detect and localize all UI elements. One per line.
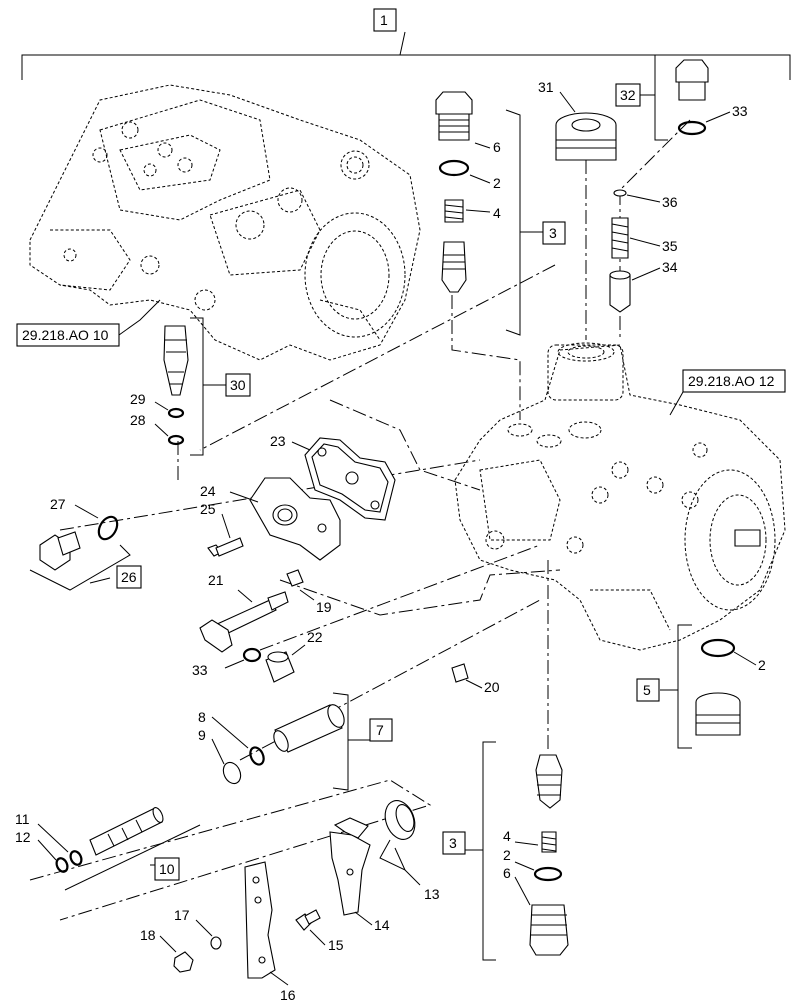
- plug-6-top: [435, 91, 473, 115]
- cartridge-top: [441, 241, 467, 293]
- callout-15: 15: [328, 937, 344, 953]
- valve-30-group: 30 29 28: [130, 317, 251, 456]
- callout-box-10[interactable]: [154, 857, 180, 881]
- callout-7: 7: [376, 722, 384, 738]
- reference-label-right: 29.218.AO 12: [669, 369, 786, 416]
- callout-33a: 33: [192, 662, 208, 678]
- callout-13: 13: [424, 886, 440, 902]
- callout-box-32[interactable]: [615, 83, 641, 107]
- reference-left: 29.218.AO 10: [22, 327, 109, 343]
- callout-24: 24: [200, 483, 216, 499]
- callout-6b: 6: [503, 865, 511, 881]
- plug-20: 20: [451, 663, 500, 695]
- callout-26: 26: [121, 569, 137, 585]
- spring-13: 13: [379, 800, 440, 902]
- callout-22: 22: [307, 629, 323, 645]
- spool-stack-34-36: 36 35 34: [609, 189, 678, 313]
- callout-27: 27: [50, 496, 66, 512]
- callout-19: 19: [316, 599, 332, 615]
- callout-8: 8: [198, 709, 206, 725]
- callout-3b: 3: [449, 835, 457, 851]
- callout-box-26[interactable]: [116, 565, 142, 589]
- valve-7-group: 7 8 9: [198, 692, 393, 791]
- callout-box-3b[interactable]: [442, 831, 466, 855]
- reference-label-left: 29.218.AO 10: [16, 299, 161, 347]
- bolt-15: 15: [295, 909, 344, 953]
- callout-20: 20: [484, 679, 500, 695]
- callout-25: 25: [200, 501, 216, 517]
- callout-30: 30: [230, 377, 246, 393]
- callout-4b: 4: [503, 828, 511, 844]
- left-pump-housing: [29, 84, 421, 361]
- callout-34: 34: [662, 259, 678, 275]
- callout-16: 16: [280, 987, 296, 1000]
- relief-cartridge-top: 3 6 2 4: [435, 91, 566, 336]
- callout-17: 17: [174, 907, 190, 923]
- callout-4a: 4: [493, 205, 501, 221]
- right-pump-housing: [454, 342, 786, 651]
- callout-29: 29: [130, 391, 146, 407]
- flange-24: 24: [200, 477, 341, 561]
- oring-2-top: [438, 159, 470, 177]
- callout-18: 18: [140, 927, 156, 943]
- callout-box-5[interactable]: [636, 678, 660, 702]
- nut-22-group: 33 22: [192, 629, 323, 683]
- callout-2c: 2: [758, 657, 766, 673]
- callout-33b: 33: [732, 103, 748, 119]
- plug-32-group: 32 33: [615, 54, 748, 141]
- callout-box-30[interactable]: [225, 373, 251, 397]
- callout-9: 9: [198, 727, 206, 743]
- plug-26-group: 26 27: [29, 496, 142, 591]
- callout-box-3a[interactable]: [542, 221, 566, 245]
- callout-12: 12: [15, 829, 31, 845]
- assembly-bracket-1: 1: [21, 8, 791, 80]
- shaft-10-group: 10 11 12: [15, 807, 201, 891]
- callout-36: 36: [662, 194, 678, 210]
- plug-31: 31: [538, 79, 617, 161]
- callout-11: 11: [15, 811, 30, 827]
- reference-box-right[interactable]: [682, 369, 786, 393]
- callout-box-1[interactable]: [373, 8, 397, 32]
- nut-washer-17-18: 17 18: [140, 907, 222, 973]
- plug-5-group: 5 2: [636, 624, 766, 749]
- callout-2b: 2: [503, 847, 511, 863]
- callout-5: 5: [643, 682, 651, 698]
- callout-box-7[interactable]: [369, 718, 393, 742]
- callout-10: 10: [159, 861, 175, 877]
- callout-3a: 3: [549, 225, 557, 241]
- callout-1: 1: [380, 12, 388, 28]
- center-lines: [29, 119, 691, 921]
- callout-35: 35: [662, 238, 678, 254]
- callout-21: 21: [208, 572, 224, 588]
- gasket-23: 23: [270, 433, 396, 521]
- callout-31: 31: [538, 79, 554, 95]
- tube-assembly-21: 21 19: [199, 569, 332, 653]
- callout-32: 32: [620, 87, 636, 103]
- callout-23: 23: [270, 433, 286, 449]
- callout-14: 14: [374, 917, 390, 933]
- relief-cartridge-bottom: 3 4 2 6: [442, 741, 569, 961]
- bolt-25: 25: [200, 501, 244, 557]
- callout-6a: 6: [493, 139, 501, 155]
- plate-16: 16: [244, 861, 296, 1000]
- callout-28: 28: [130, 412, 146, 428]
- reference-right: 29.218.AO 12: [688, 373, 775, 389]
- callout-2a: 2: [493, 175, 501, 191]
- lever-14: 14: [329, 817, 390, 933]
